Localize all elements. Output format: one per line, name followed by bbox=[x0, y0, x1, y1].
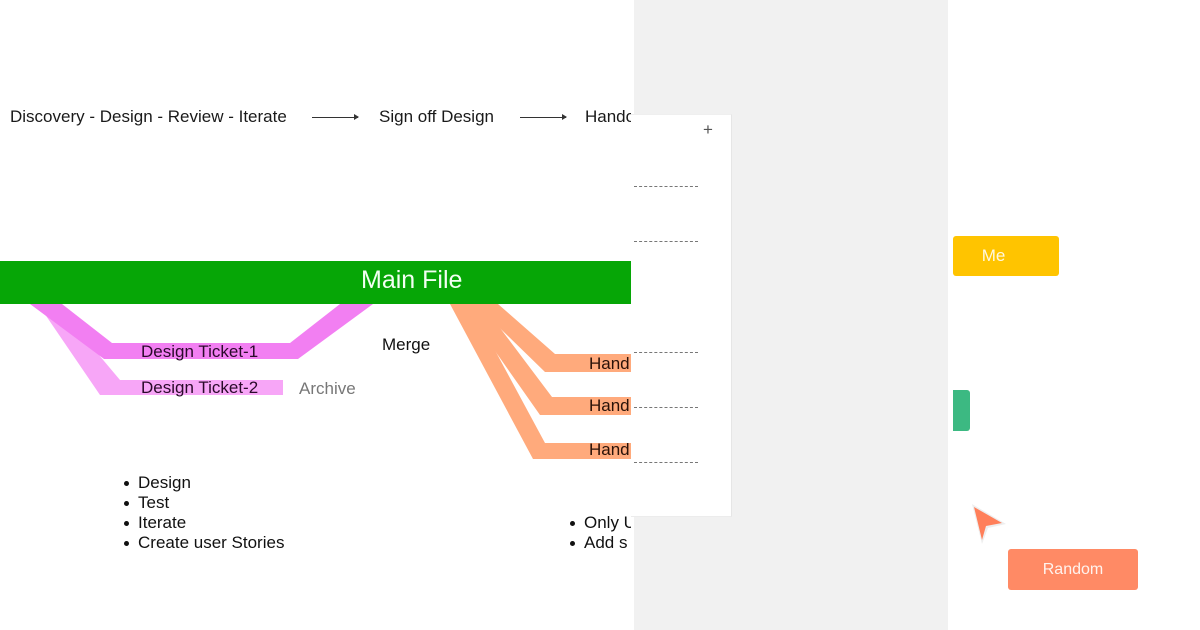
main-file-bar[interactable] bbox=[0, 261, 631, 304]
dashed-divider bbox=[634, 186, 698, 187]
list-item: Design bbox=[120, 473, 284, 493]
dashed-divider bbox=[634, 352, 698, 353]
handoff-ribbon-2 bbox=[462, 304, 631, 415]
handoff-ribbon-3 bbox=[450, 304, 631, 459]
merge-label: Merge bbox=[382, 335, 431, 354]
design-ticket-2-label[interactable]: Design Ticket-2 bbox=[141, 378, 259, 397]
flow-step-sign-off: Sign off Design bbox=[379, 107, 494, 126]
green-button[interactable] bbox=[953, 390, 970, 431]
dashed-divider bbox=[634, 407, 698, 408]
handoff-notes-list: Only U Add s bbox=[566, 513, 631, 553]
list-item: Add s bbox=[566, 533, 631, 553]
list-item: Create user Stories bbox=[120, 533, 284, 553]
list-item: Iterate bbox=[120, 513, 284, 533]
random-button[interactable]: Random bbox=[1008, 549, 1138, 590]
arrow-right-icon bbox=[312, 114, 359, 120]
plus-icon[interactable]: + bbox=[703, 120, 713, 139]
pointer-cursor-icon bbox=[972, 504, 1006, 544]
me-button[interactable]: Me bbox=[953, 236, 1059, 276]
design-ticket-2-ribbon bbox=[38, 304, 283, 395]
me-button-label: Me bbox=[981, 246, 1006, 265]
flow-step-handoff: Hando bbox=[585, 107, 631, 126]
handoff-ribbon-1 bbox=[475, 304, 631, 372]
arrow-right-icon bbox=[520, 114, 567, 120]
branch-ribbons bbox=[30, 304, 631, 459]
random-button-label: Random bbox=[1042, 560, 1104, 578]
dashed-divider bbox=[634, 241, 698, 242]
list-item: Test bbox=[120, 493, 284, 513]
main-file-label: Main File bbox=[361, 266, 463, 294]
handoff-1-label[interactable]: Hand bbox=[589, 354, 630, 373]
list-item: Only U bbox=[566, 513, 631, 533]
branching-diagram: Discovery - Design - Review - Iterate Si… bbox=[0, 107, 631, 553]
design-ticket-1-ribbon bbox=[30, 304, 373, 359]
design-task-list: Design Test Iterate Create user Stories bbox=[120, 473, 284, 553]
archive-label: Archive bbox=[299, 379, 356, 398]
side-panel: + bbox=[631, 114, 732, 517]
flow-step-discovery: Discovery - Design - Review - Iterate bbox=[10, 107, 287, 126]
design-ticket-1-label[interactable]: Design Ticket-1 bbox=[141, 342, 259, 361]
handoff-3-label[interactable]: Hand bbox=[589, 440, 630, 459]
dashed-divider bbox=[634, 462, 698, 463]
handoff-2-label[interactable]: Hand bbox=[589, 396, 630, 415]
